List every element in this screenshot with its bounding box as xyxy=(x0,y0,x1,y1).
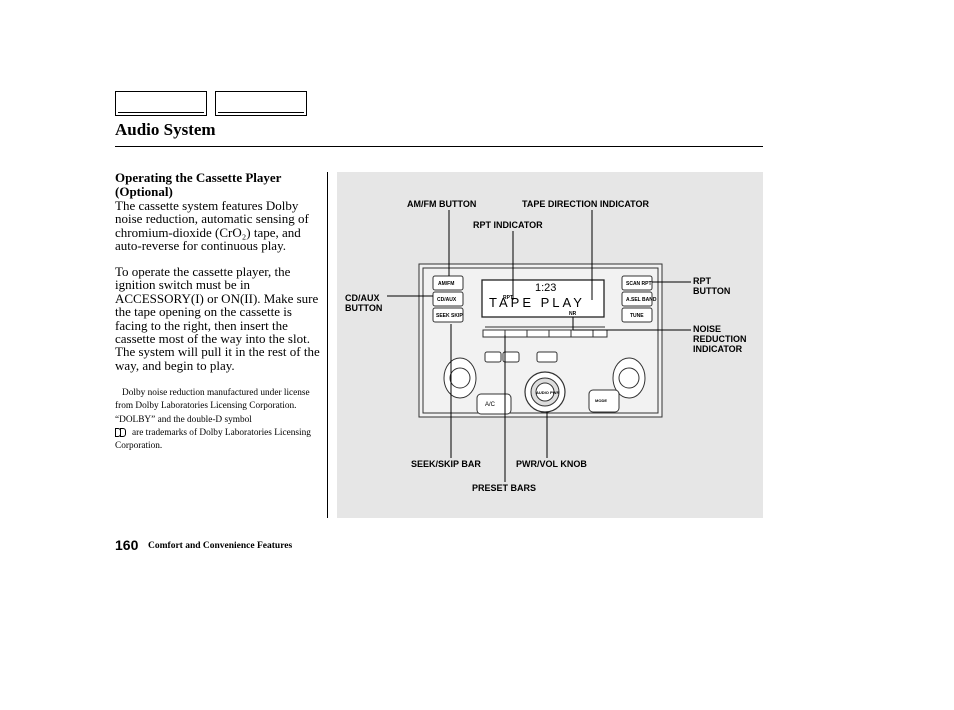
cdaux-button-shape xyxy=(432,291,464,307)
section-heading: Operating the Cassette Player (Optional) xyxy=(115,170,282,199)
tune-button[interactable]: TUNE xyxy=(630,313,644,319)
cdaux-button[interactable]: CD/AUX xyxy=(437,297,457,303)
page-number: 160 xyxy=(115,537,139,553)
callout-cdaux: CD/AUX BUTTON xyxy=(345,293,383,313)
display-nr-indicator: NR xyxy=(569,311,577,317)
dolby-footnote-2-wrap: are trademarks of Dolby Laboratories Lic… xyxy=(115,427,327,454)
aband-button[interactable]: A.SEL BAND xyxy=(626,297,657,303)
callout-noise-reduction: NOISE REDUCTION INDICATOR xyxy=(693,324,747,354)
dolby-footnote-2: are trademarks of Dolby Laboratories Lic… xyxy=(115,428,311,452)
rpt-button-shape xyxy=(621,275,653,291)
page-title: Audio System xyxy=(115,120,216,139)
seek-button-shape xyxy=(432,307,464,323)
double-d-icon xyxy=(115,428,126,437)
dolby-footnote-1: Dolby noise reduction manufactured under… xyxy=(115,388,310,425)
footer-section-name: Comfort and Convenience Features xyxy=(148,541,293,551)
ac-label: A/C xyxy=(485,402,496,408)
seek-skip-bar[interactable]: SEEK SKIP xyxy=(436,313,463,319)
callout-preset-bars: PRESET BARS xyxy=(472,483,537,493)
callout-rpt-button: RPT BUTTON xyxy=(693,276,731,296)
preset-bar-3 xyxy=(526,329,550,338)
preset-bar-4 xyxy=(548,329,572,338)
body-paragraph-1: The cassette system features Dolby noise… xyxy=(115,198,309,254)
amfm-button[interactable]: AM/FM xyxy=(438,281,455,287)
cassette-figure: 1:23 TAPE PLAY RPT NR AM/FM CD/AUX SEEK … xyxy=(337,172,763,518)
body-paragraph-2: To operate the cassette player, the igni… xyxy=(115,264,320,373)
preset-bar-1 xyxy=(482,329,506,338)
column-divider xyxy=(327,172,328,518)
display-clock: 1:23 xyxy=(535,282,557,294)
radio-panel-drawing xyxy=(387,210,691,482)
knob-label: AUDIO PWR xyxy=(536,390,560,395)
header-tab-2 xyxy=(215,91,307,116)
preset-bar-6 xyxy=(592,329,608,338)
mode-label: MODE xyxy=(595,398,607,403)
header-tab-1 xyxy=(115,91,207,116)
amfm-button-shape xyxy=(432,275,464,291)
callout-seek-skip: SEEK/SKIP BAR xyxy=(411,459,481,469)
callout-pwr-vol: PWR/VOL KNOB xyxy=(516,459,587,469)
display-rpt-indicator: RPT xyxy=(503,295,513,301)
rpt-button[interactable]: SCAN RPT xyxy=(626,281,652,287)
callout-rpt-indicator: RPT INDICATOR xyxy=(473,220,543,230)
preset-bar-2 xyxy=(504,329,528,338)
callout-tape-direction: TAPE DIRECTION INDICATOR xyxy=(522,199,650,209)
display-tape-play: TAPE PLAY xyxy=(489,295,585,310)
title-rule xyxy=(115,146,763,147)
callout-amfm: AM/FM BUTTON xyxy=(407,199,477,209)
preset-bar-5 xyxy=(570,329,594,338)
display-window xyxy=(481,279,605,318)
